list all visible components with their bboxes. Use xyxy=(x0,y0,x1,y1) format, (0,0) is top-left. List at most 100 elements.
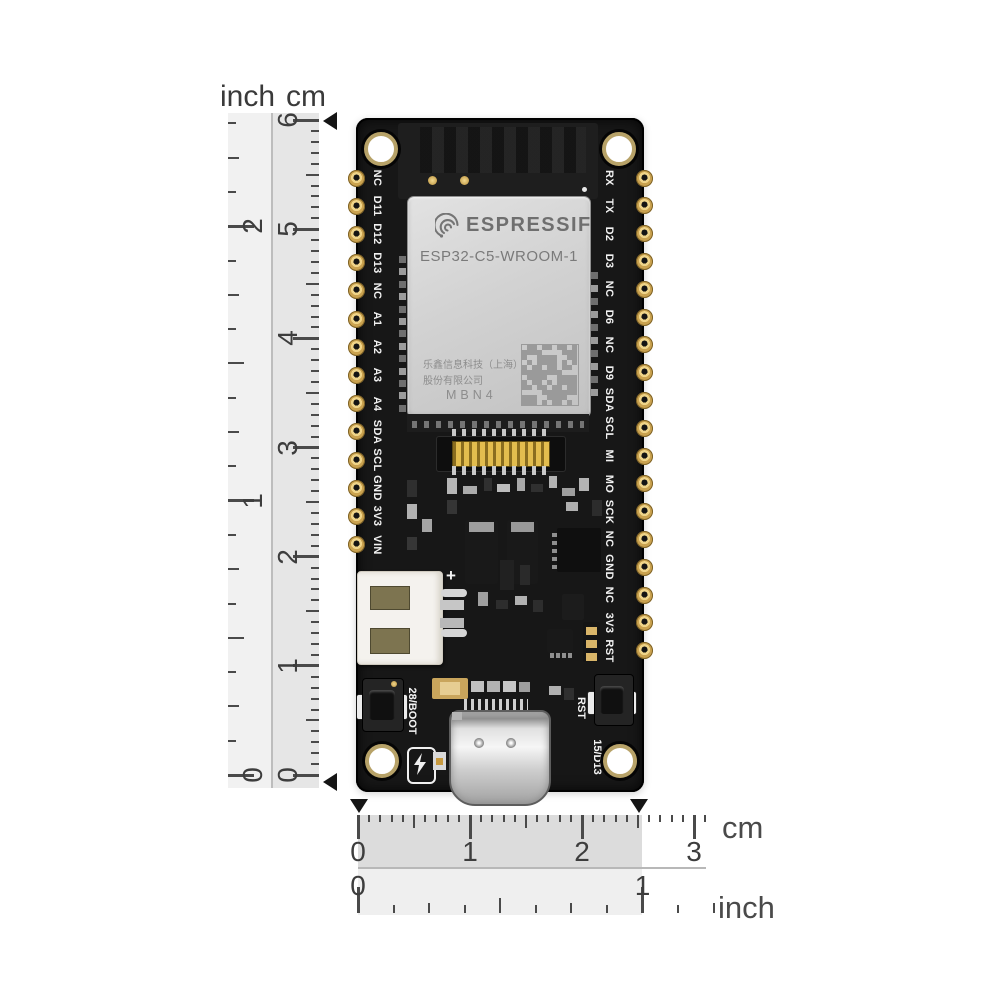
inch-tick xyxy=(463,905,466,913)
smd-component xyxy=(547,629,573,653)
cm-tick xyxy=(311,708,319,711)
module-company-line2: 股份有限公司 xyxy=(423,376,483,387)
module-side-pad xyxy=(399,293,406,301)
datamatrix-cell xyxy=(547,345,552,350)
battery-plus-silkscreen: + xyxy=(446,566,456,585)
module-side-pad xyxy=(399,280,406,288)
datamatrix-cell xyxy=(572,355,577,360)
datamatrix-cell xyxy=(542,375,547,380)
datamatrix-cell xyxy=(572,375,577,380)
pin-right-RST xyxy=(635,642,653,660)
module-side-pad xyxy=(591,363,598,370)
cm-tick xyxy=(311,522,319,525)
cm-tick xyxy=(293,118,319,122)
smd-component xyxy=(566,502,578,511)
lightning-bolt-icon xyxy=(414,753,426,775)
pin-right-D9 xyxy=(635,364,653,382)
vertical-inch-number: 1 xyxy=(237,492,268,509)
ic-pin xyxy=(556,653,560,658)
pin-label-right-NC: NC xyxy=(603,336,615,354)
cm-tick xyxy=(311,424,319,427)
pin-left-A4 xyxy=(347,395,365,413)
module-code-text: MBN4 xyxy=(446,388,497,402)
cm-tick xyxy=(293,446,319,449)
datamatrix-cell xyxy=(537,355,542,360)
inch-tick xyxy=(228,396,236,399)
datamatrix-cell xyxy=(542,355,547,360)
cm-tick xyxy=(502,815,505,822)
pin-label-left-D13: D13 xyxy=(371,251,383,274)
cm-tick xyxy=(424,815,427,822)
datamatrix-cell xyxy=(562,390,567,395)
inch-tick xyxy=(570,903,573,913)
datamatrix-cell xyxy=(527,350,532,355)
smd-component xyxy=(440,682,460,695)
inch-tick xyxy=(228,190,236,193)
cm-tick xyxy=(435,815,438,822)
cm-tick xyxy=(311,653,319,656)
inch-tick xyxy=(228,671,236,674)
smd-component xyxy=(440,618,464,628)
pin-left-A1 xyxy=(347,310,365,328)
datamatrix-cell xyxy=(562,345,567,350)
inch-tick xyxy=(428,903,431,913)
smd-component xyxy=(422,519,432,532)
datamatrix-cell xyxy=(532,400,537,405)
pin-label-left-GND: GND xyxy=(371,475,383,502)
vertical-cm-number: 0 xyxy=(272,767,303,783)
cm-tick xyxy=(580,815,584,839)
vertical-ruler-inch-header: inch xyxy=(220,80,276,113)
cm-tick xyxy=(670,815,673,822)
usb-c-connector xyxy=(449,710,551,806)
cm-tick xyxy=(558,815,561,822)
inch-tick xyxy=(228,431,239,433)
cm-tick xyxy=(311,195,319,198)
cm-tick xyxy=(311,621,319,624)
vertical-cm-number: 1 xyxy=(272,658,303,674)
cm-tick xyxy=(311,250,319,252)
module-side-pad xyxy=(399,380,406,387)
cm-tick xyxy=(311,129,319,132)
pin-left-GND xyxy=(347,479,365,497)
fpc-connector-contacts xyxy=(452,441,550,467)
battery-connector-slot xyxy=(370,586,410,610)
cm-tick xyxy=(592,815,595,822)
reset-button-label: RST xyxy=(575,697,587,719)
inch-tick xyxy=(356,887,360,913)
smd-component xyxy=(531,484,543,492)
datamatrix-cell xyxy=(557,345,562,350)
datamatrix-cell xyxy=(542,370,547,375)
cm-tick xyxy=(390,815,393,822)
cm-tick xyxy=(311,140,319,143)
inch-tick xyxy=(228,773,254,777)
smd-component xyxy=(497,484,510,492)
inch-tick xyxy=(605,905,608,913)
pin-right-D3 xyxy=(635,252,653,270)
cm-tick xyxy=(306,391,319,394)
pin-label-right-D2: D2 xyxy=(603,226,615,242)
datamatrix-cell xyxy=(557,400,562,405)
horizontal-cm-number: 2 xyxy=(574,836,590,867)
datamatrix-cell xyxy=(547,360,552,365)
inch-tick xyxy=(392,905,395,913)
boot-led xyxy=(391,681,397,687)
smd-component xyxy=(562,594,584,620)
datamatrix-cell xyxy=(532,370,537,375)
smd-component xyxy=(447,478,457,494)
pin-right-3V3 xyxy=(635,614,653,632)
fpc-legs-top xyxy=(452,429,548,437)
cm-tick xyxy=(614,815,617,822)
battery-connector-slot xyxy=(370,628,410,654)
smd-component xyxy=(447,500,457,514)
pin-right-NC xyxy=(635,280,653,298)
vertical-cm-number: 2 xyxy=(272,548,303,565)
cm-tick xyxy=(306,173,319,176)
datamatrix-cell xyxy=(527,375,532,380)
datamatrix-cell xyxy=(572,385,577,390)
pin-label-left-3V3: 3V3 xyxy=(371,506,383,527)
module-castellation-pads xyxy=(412,421,584,428)
smd-component xyxy=(517,478,525,491)
mounting-hole xyxy=(365,744,399,778)
pin-right-SDA xyxy=(635,391,653,409)
datamatrix-cell xyxy=(562,365,567,370)
